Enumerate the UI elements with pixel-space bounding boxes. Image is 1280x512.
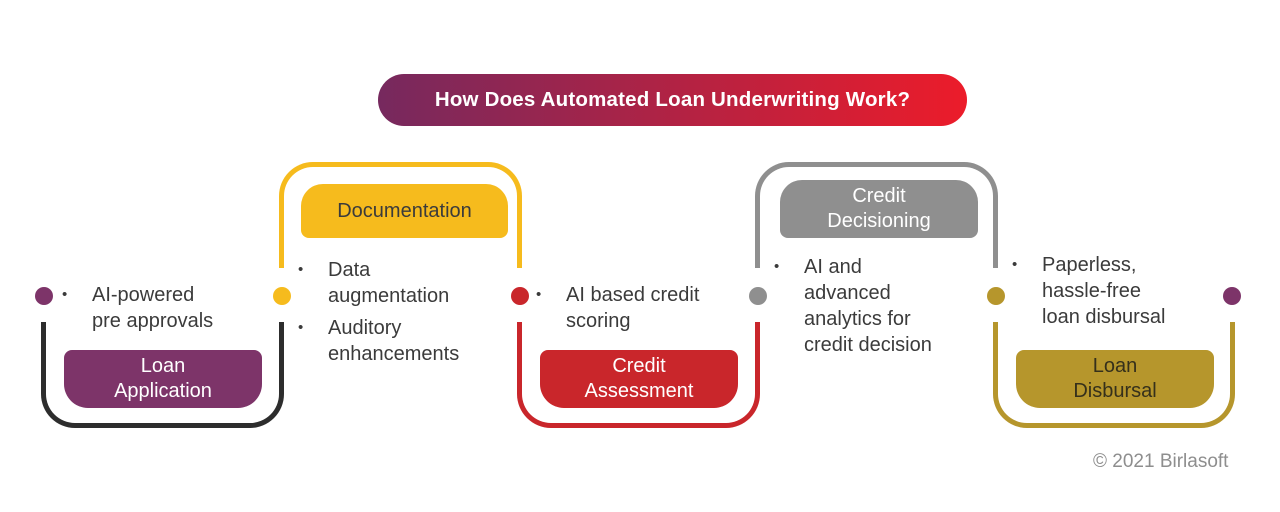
bullet-text: AI-powered pre approvals — [92, 284, 214, 332]
bracket-credit-assessment — [517, 322, 760, 428]
bullet-item-credit-decisioning: • AI and advanced analytics for credit d… — [774, 254, 932, 358]
timeline-dot-documentation — [273, 287, 291, 305]
timeline-dot-loan-application — [35, 287, 53, 305]
timeline-dot-credit-assessment — [511, 287, 529, 305]
bullet-icon: • — [774, 258, 780, 275]
bracket-credit-decisioning — [755, 162, 998, 268]
timeline-dot-loan-disbursal — [987, 287, 1005, 305]
timeline-dot-end — [1223, 287, 1241, 305]
bullet-icon: • — [536, 286, 542, 303]
bullet-item-credit-assessment: • AI based credit scoring — [536, 282, 699, 334]
bullet-icon: • — [298, 261, 304, 278]
bracket-loan-disbursal — [993, 322, 1235, 428]
title-banner: How Does Automated Loan Underwriting Wor… — [378, 74, 967, 126]
bullet-item-loan-application: • AI-powered pre approvals — [62, 282, 213, 334]
stage-label-credit-decisioning: Credit Decisioning — [780, 180, 978, 238]
bracket-documentation — [279, 162, 522, 268]
page-title: How Does Automated Loan Underwriting Wor… — [434, 88, 911, 111]
bullet-text: AI and advanced analytics for credit dec… — [804, 256, 932, 356]
timeline-dot-credit-decisioning — [749, 287, 767, 305]
bullet-text: Data augmentation — [328, 259, 450, 307]
bracket-loan-application — [41, 322, 284, 428]
bullet-text: AI based credit scoring — [566, 284, 700, 332]
bullet-text: Auditory enhancements — [328, 317, 460, 365]
stage-label-documentation: Documentation — [301, 184, 508, 238]
bullet-item-loan-disbursal: • Paperless, hassle-free loan disbursal — [1012, 252, 1165, 330]
stage-label-credit-assessment: Credit Assessment — [540, 350, 738, 408]
bullet-icon: • — [62, 286, 68, 303]
copyright-text: © 2021 Birlasoft — [1093, 451, 1229, 472]
bullet-item-documentation-1: • Data augmentation — [298, 257, 449, 309]
bullet-text: Paperless, hassle-free loan disbursal — [1042, 254, 1166, 328]
bullet-item-documentation-2: • Auditory enhancements — [298, 315, 459, 367]
bullet-icon: • — [1012, 256, 1018, 273]
stage-label-loan-disbursal: Loan Disbursal — [1016, 350, 1214, 408]
stage-label-loan-application: Loan Application — [64, 350, 262, 408]
bullet-icon: • — [298, 319, 304, 336]
